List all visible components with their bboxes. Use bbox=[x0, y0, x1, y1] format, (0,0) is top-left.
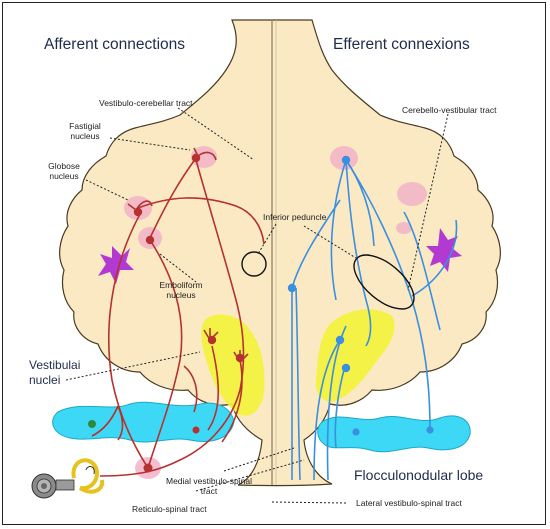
label-emboliform-nucleus: Emboliform nucleus bbox=[146, 280, 216, 300]
label-globose-line1: Globose bbox=[48, 161, 80, 171]
flocculus-right bbox=[317, 415, 471, 453]
vestibular-nuclei-left bbox=[201, 314, 265, 416]
cerebellum-outline bbox=[59, 19, 501, 487]
label-fastigial-line2: nucleus bbox=[70, 131, 100, 141]
leader-lines bbox=[65, 107, 449, 504]
label-medial-line1: Medial vestibulo-spinal bbox=[166, 476, 252, 486]
inferior-peduncle-right bbox=[353, 254, 415, 310]
label-cerebello-vestibular-tract: Cerebello-vestibular tract bbox=[402, 105, 497, 115]
label-lateral-vestibulo-spinal-tract: Lateral vestibulo-spinal tract bbox=[356, 498, 462, 508]
label-vestibular-line2: nuclei bbox=[29, 373, 61, 387]
afferent-nuclei-dots bbox=[133, 153, 245, 473]
afferent-title: Afferent connections bbox=[44, 36, 186, 53]
label-inferior-peduncle: Inferior peduncle bbox=[263, 212, 327, 222]
label-vestibular-nuclei: Vestibulai nuclei bbox=[29, 358, 80, 388]
efferent-title: Efferent connexions bbox=[333, 36, 470, 53]
efferent-nuclei-dots bbox=[287, 155, 434, 436]
label-globose-nucleus: Globose nucleus bbox=[34, 161, 94, 181]
flocculus-left bbox=[52, 401, 235, 443]
inferior-peduncle-left bbox=[241, 251, 267, 277]
label-emboliform-line2: nucleus bbox=[166, 290, 196, 300]
label-fastigial-nucleus: Fastigial nucleus bbox=[53, 121, 117, 141]
afferent-pathways bbox=[91, 147, 265, 477]
label-reticulo-spinal-tract: Reticulo-spinal tract bbox=[132, 504, 207, 514]
label-fastigial-line1: Fastigial bbox=[69, 121, 101, 131]
vestibular-nuclei-right bbox=[315, 309, 395, 402]
green-dot bbox=[88, 420, 96, 428]
label-vestibulo-cerebellar-tract: Vestibulo-cerebellar tract bbox=[99, 98, 193, 108]
purple-marker-left bbox=[98, 246, 134, 284]
efferent-pathways bbox=[291, 159, 458, 481]
label-flocculonodular-lobe: Flocculonodular lobe bbox=[354, 467, 484, 483]
label-vestibular-line1: Vestibulai bbox=[29, 358, 81, 372]
inner-ear-icon bbox=[31, 458, 105, 499]
label-medial-vestibulo-spinal-tract: Medial vestibulo-spinal tract bbox=[145, 476, 273, 496]
label-emboliform-line1: Emboliform bbox=[159, 280, 203, 290]
purple-marker-right bbox=[426, 228, 462, 272]
label-medial-line2: tract bbox=[200, 486, 218, 496]
label-globose-line2: nucleus bbox=[49, 171, 79, 181]
